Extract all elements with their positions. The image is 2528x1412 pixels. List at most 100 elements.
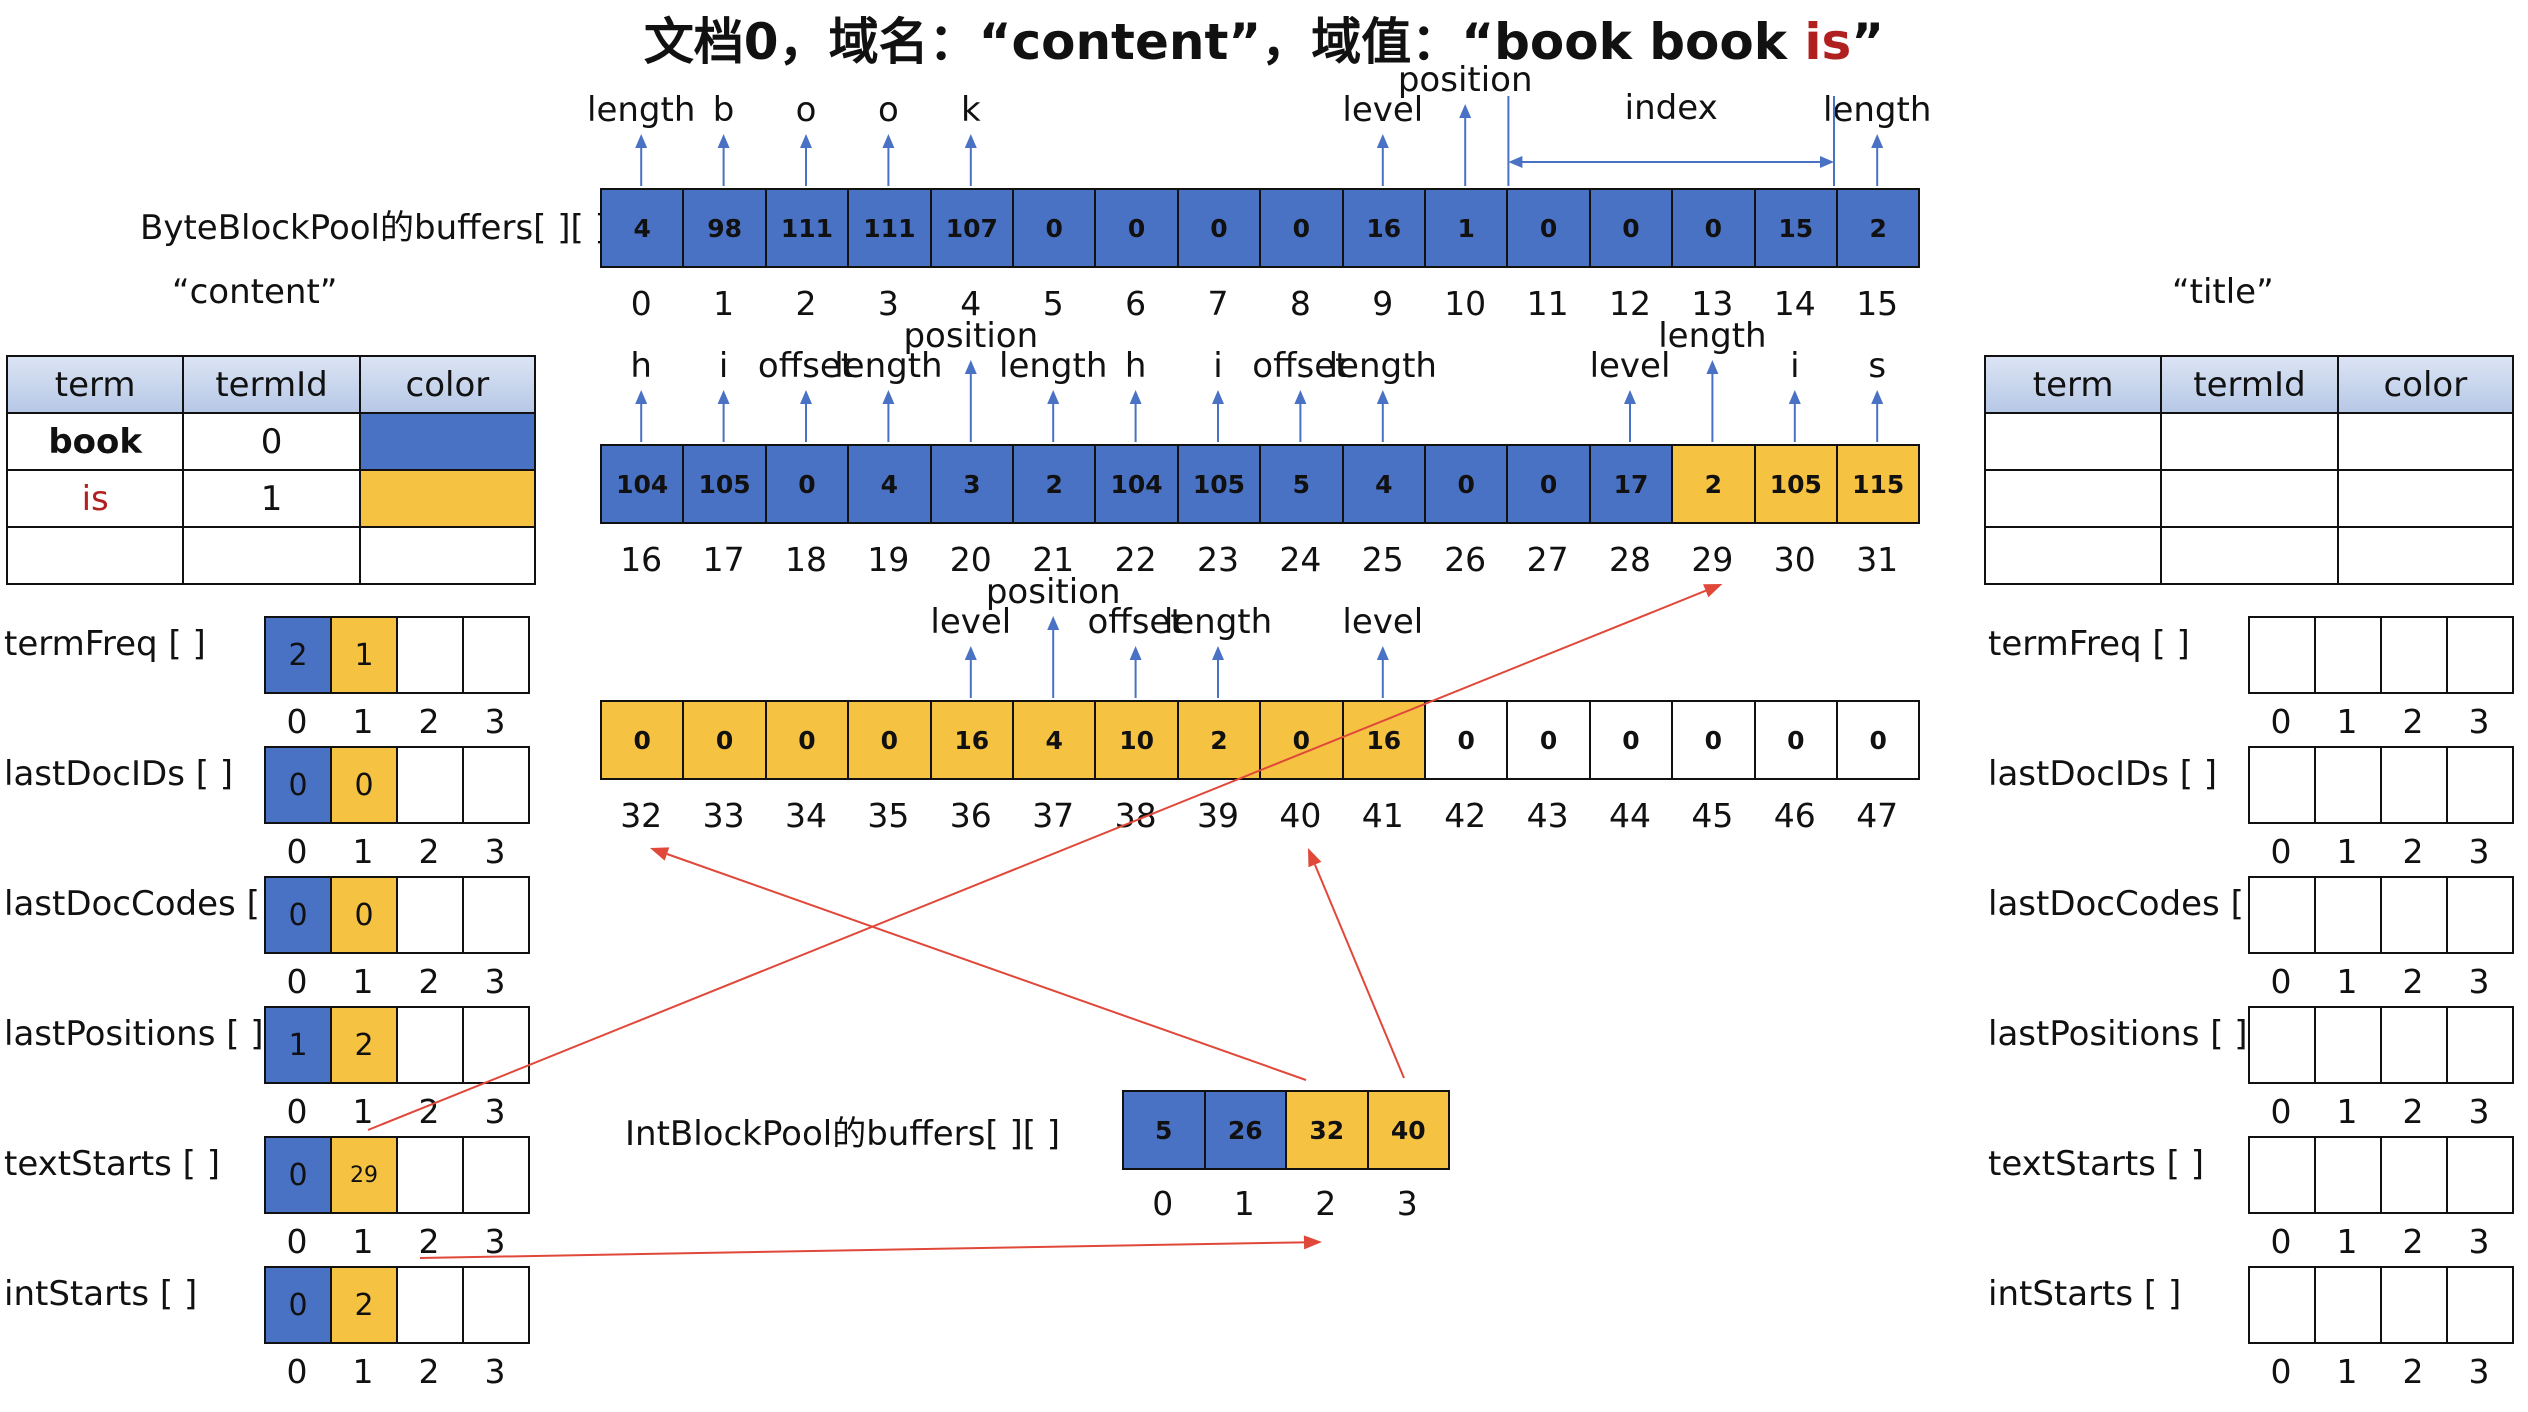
array-index: 3 bbox=[2468, 1092, 2490, 1131]
array-cell bbox=[462, 746, 530, 824]
array-cell bbox=[396, 1006, 464, 1084]
byte-index: 24 bbox=[1279, 540, 1322, 579]
int-pool-index: 3 bbox=[1396, 1184, 1418, 1223]
byte-index: 42 bbox=[1444, 796, 1487, 835]
byte-index: 6 bbox=[1125, 284, 1147, 323]
color-cell bbox=[358, 526, 537, 585]
color-swatch-blue bbox=[358, 412, 537, 471]
array-cell: 0 bbox=[264, 1266, 332, 1344]
field-annotation: offset bbox=[757, 346, 855, 386]
byte-cell: 1 bbox=[1424, 188, 1509, 268]
array-cell bbox=[462, 616, 530, 694]
termid-cell: 1 bbox=[182, 469, 361, 528]
field-annotation: s bbox=[1868, 346, 1887, 386]
array-label: intStarts [ ] bbox=[4, 1274, 198, 1314]
byte-cell: 0 bbox=[1836, 700, 1921, 780]
byte-index: 1 bbox=[713, 284, 735, 323]
field-annotation: i bbox=[1790, 346, 1800, 386]
byte-cell: 98 bbox=[682, 188, 767, 268]
diagram-title: 文档0，域名：“content”，域值：“book book is” bbox=[0, 2, 2528, 74]
array-label: termFreq [ ] bbox=[4, 624, 206, 664]
array-index: 2 bbox=[2402, 962, 2424, 1001]
header-termid: termId bbox=[182, 355, 361, 414]
byte-cell: 0 bbox=[1671, 700, 1756, 780]
array-cell bbox=[462, 876, 530, 954]
byte-cell: 0 bbox=[1506, 444, 1591, 524]
byte-index: 39 bbox=[1197, 796, 1239, 835]
byte-cell: 105 bbox=[682, 444, 767, 524]
textstart-pointer-line bbox=[367, 589, 1707, 1131]
byte-index: 10 bbox=[1444, 284, 1487, 323]
byte-index: 2 bbox=[795, 284, 817, 323]
byte-cell: 0 bbox=[1588, 700, 1674, 780]
array-cell: 2 bbox=[330, 1266, 398, 1344]
byte-index: 16 bbox=[620, 540, 663, 579]
byte-cell: 0 bbox=[1588, 188, 1674, 268]
field-annotation: h bbox=[630, 346, 652, 386]
term-cell bbox=[5, 526, 185, 585]
array-cell: 1 bbox=[264, 1006, 332, 1084]
array-label: lastDocCodes [ ] bbox=[4, 884, 284, 924]
array-index: 1 bbox=[352, 1352, 374, 1391]
index-span-label: index bbox=[1624, 88, 1718, 128]
byte-cell: 0 bbox=[1506, 188, 1591, 268]
annotation-arrow-head bbox=[964, 646, 977, 660]
table-row bbox=[1983, 412, 2515, 471]
array-cell: 2 bbox=[264, 616, 332, 694]
byte-cell: 0 bbox=[1424, 700, 1509, 780]
byte-index: 20 bbox=[949, 540, 992, 579]
annotation-arrow-head bbox=[964, 360, 977, 374]
annotation-arrow-head bbox=[1047, 616, 1060, 630]
byte-cell: 16 bbox=[929, 700, 1014, 780]
byte-cell: 0 bbox=[1094, 188, 1179, 268]
termid-cell bbox=[2160, 469, 2339, 528]
byte-cell: 2 bbox=[1176, 700, 1262, 780]
byte-index: 29 bbox=[1691, 540, 1734, 579]
array-label: lastDocCodes [ ] bbox=[1988, 884, 2268, 924]
field-annotation: length bbox=[587, 90, 696, 130]
header-color: color bbox=[2336, 355, 2515, 414]
term-cell bbox=[1983, 469, 2163, 528]
byte-cell: 15 bbox=[1753, 188, 1838, 268]
byte-index: 7 bbox=[1207, 284, 1229, 323]
array-index: 2 bbox=[418, 962, 440, 1001]
array-index: 3 bbox=[2468, 702, 2490, 741]
intstart-pointer-line bbox=[419, 1241, 1305, 1259]
array-index: 1 bbox=[2336, 1222, 2358, 1261]
field-annotation: position bbox=[903, 316, 1039, 356]
array-index: 2 bbox=[418, 1222, 440, 1261]
annotation-arrow-head bbox=[635, 134, 648, 148]
annotation-arrow-head bbox=[1129, 390, 1142, 404]
intstart-pointer-head bbox=[1303, 1235, 1322, 1250]
intpool-pointer-a-line bbox=[666, 853, 1307, 1081]
byte-cell: 2 bbox=[1012, 444, 1097, 524]
byte-index: 5 bbox=[1042, 284, 1064, 323]
array-cell bbox=[462, 1006, 530, 1084]
byte-cell: 0 bbox=[847, 700, 932, 780]
table-row: is 1 bbox=[5, 469, 537, 528]
int-pool-index: 1 bbox=[1233, 1184, 1255, 1223]
field-annotation: level bbox=[1342, 602, 1424, 642]
field-annotation: length bbox=[1328, 346, 1437, 386]
array-cell: 0 bbox=[264, 1136, 332, 1214]
header-termid: termId bbox=[2160, 355, 2339, 414]
byte-cell: 104 bbox=[600, 444, 685, 524]
annotation-arrow-head bbox=[1212, 646, 1224, 660]
byte-cell: 0 bbox=[1424, 444, 1509, 524]
array-cell bbox=[2248, 876, 2316, 954]
array-index: 1 bbox=[2336, 832, 2358, 871]
field-annotation: level bbox=[1589, 346, 1671, 386]
byte-index: 21 bbox=[1032, 540, 1075, 579]
byte-index: 9 bbox=[1372, 284, 1394, 323]
array-cell bbox=[2380, 1266, 2448, 1344]
annotation-arrow-head bbox=[1047, 390, 1060, 404]
array-cell: 0 bbox=[264, 876, 332, 954]
array-cell bbox=[462, 1136, 530, 1214]
array-cell bbox=[2314, 1136, 2382, 1214]
byte-index: 4 bbox=[960, 284, 982, 323]
field-annotation: o bbox=[795, 90, 817, 130]
byte-cell: 111 bbox=[764, 188, 850, 268]
array-index: 3 bbox=[484, 1092, 506, 1131]
intpool-pointer-a-head bbox=[650, 847, 670, 861]
